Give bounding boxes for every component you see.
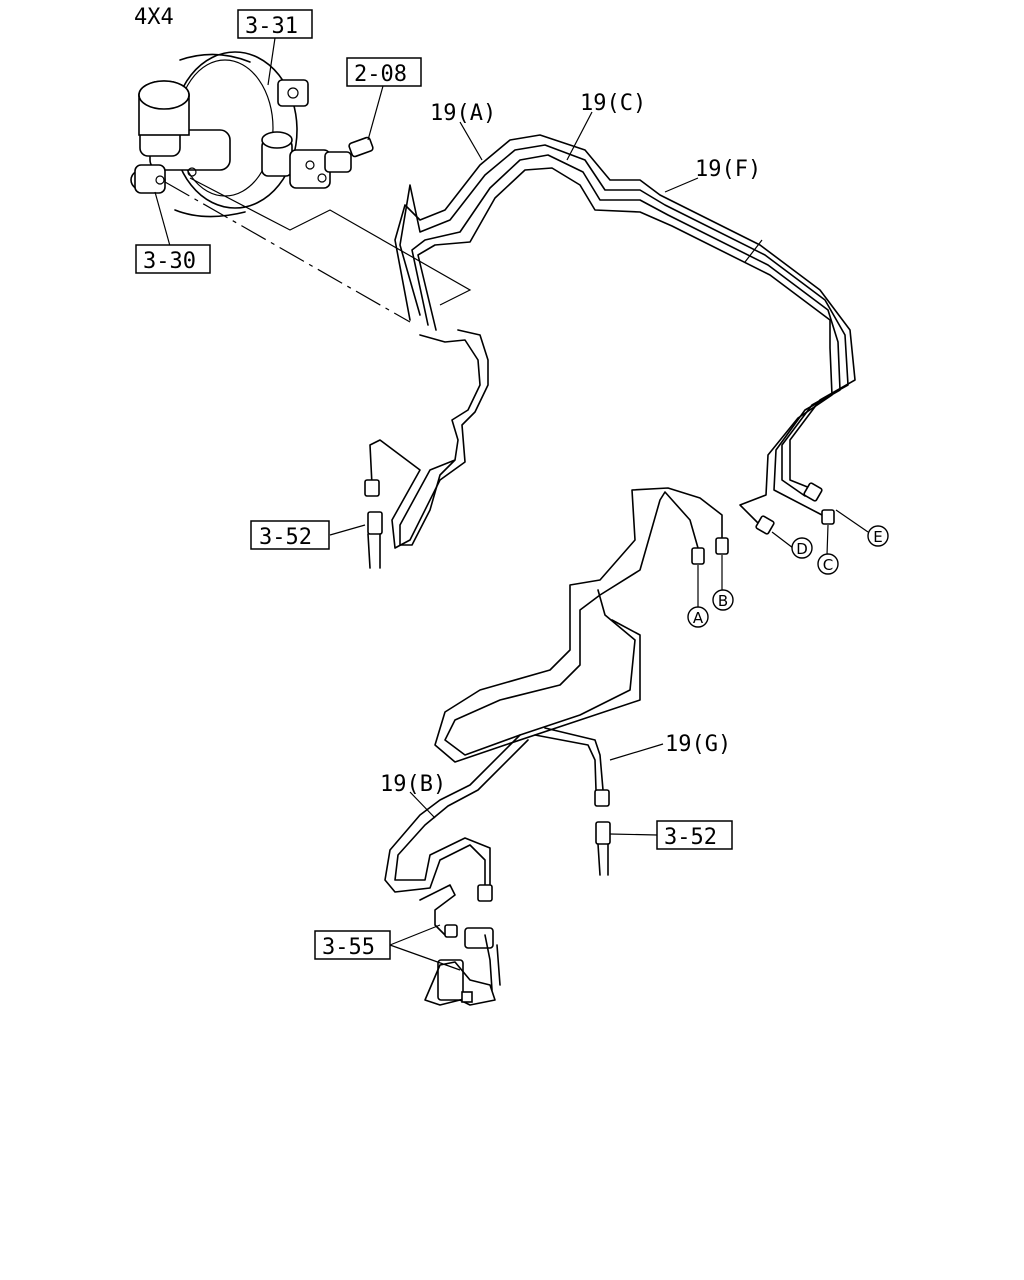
connector-d: D bbox=[791, 537, 813, 559]
svg-text:C: C bbox=[823, 556, 833, 574]
svg-text:D: D bbox=[796, 540, 808, 558]
svg-text:A: A bbox=[693, 609, 704, 627]
svg-text:3-55: 3-55 bbox=[322, 935, 375, 960]
connector-e: E bbox=[867, 525, 889, 547]
leader-lines bbox=[154, 37, 869, 971]
svg-text:2-08: 2-08 bbox=[354, 62, 407, 87]
callout-3-31: 3-31 bbox=[237, 9, 313, 39]
pipe-fittings-right bbox=[755, 482, 835, 535]
pipe-label-19f: 19(F) bbox=[695, 157, 761, 182]
callout-2-08: 2-08 bbox=[346, 57, 422, 87]
connector-a: A bbox=[687, 606, 709, 628]
pipe-label-19a: 19(A) bbox=[430, 101, 496, 126]
pipe-label-19b: 19(B) bbox=[380, 772, 446, 797]
brake-booster-assembly bbox=[130, 51, 374, 218]
pipe-rear bbox=[384, 487, 729, 902]
svg-text:3-30: 3-30 bbox=[143, 249, 196, 274]
pipe-left-front bbox=[364, 329, 489, 569]
reference-line-1 bbox=[164, 181, 411, 323]
callout-3-52-front: 3-52 bbox=[250, 520, 330, 550]
connector-b: B bbox=[712, 589, 734, 611]
pipe-label-19g: 19(G) bbox=[665, 732, 731, 757]
svg-text:3-31: 3-31 bbox=[245, 14, 298, 39]
callout-3-55: 3-55 bbox=[314, 930, 391, 960]
svg-text:E: E bbox=[873, 528, 882, 546]
svg-text:B: B bbox=[718, 592, 728, 610]
pipe-bundle-upper bbox=[394, 134, 856, 526]
reference-line-2 bbox=[189, 177, 472, 306]
pipe-label-19c: 19(C) bbox=[580, 91, 646, 116]
svg-text:3-52: 3-52 bbox=[259, 525, 312, 550]
connector-c: C bbox=[817, 553, 839, 575]
variant-label: 4X4 bbox=[134, 5, 174, 30]
callout-3-52-rear: 3-52 bbox=[656, 820, 733, 850]
rear-junction-bracket bbox=[419, 884, 501, 1006]
callout-3-30: 3-30 bbox=[135, 244, 211, 274]
svg-text:3-52: 3-52 bbox=[664, 825, 717, 850]
